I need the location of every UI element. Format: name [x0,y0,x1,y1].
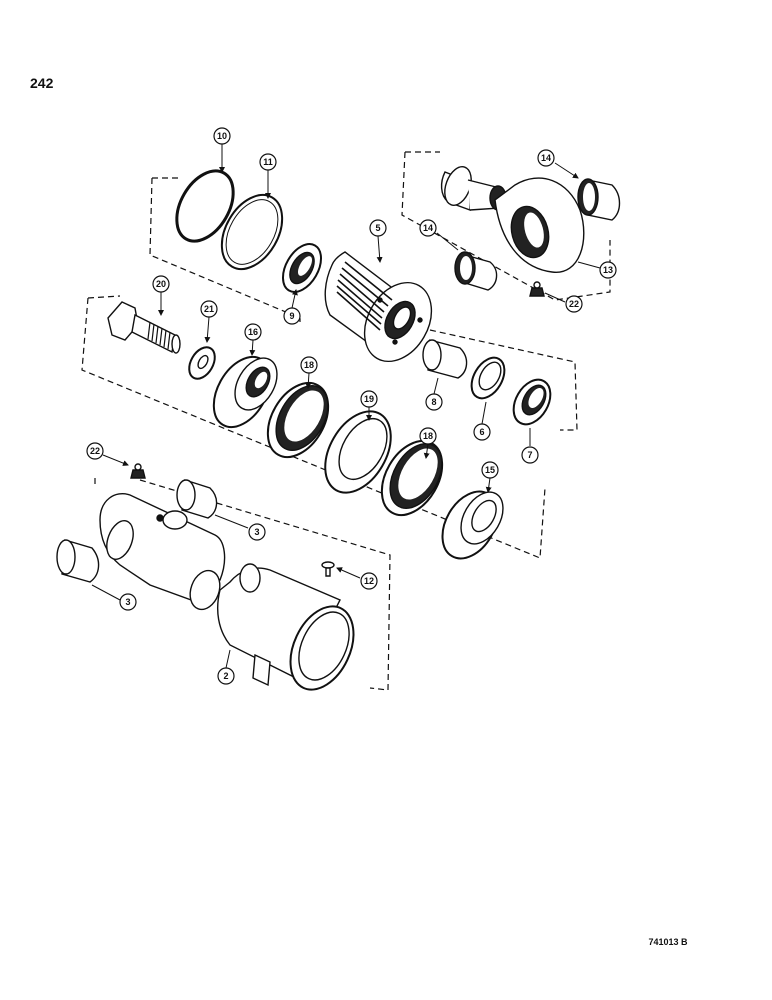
callout-18-left: 18 [300,356,318,374]
callout-18-right: 18 [419,427,437,445]
part-11-backup-ring [220,194,284,270]
callout-3-lower: 3 [119,593,137,611]
callout-12: 12 [360,572,378,590]
part-5-cylinder-head [324,251,433,363]
part-13-rod-eye [440,166,585,273]
part-3-bushing-upper [176,479,218,519]
svg-text:15: 15 [485,465,495,475]
svg-text:6: 6 [479,427,484,437]
callout-5: 5 [369,219,387,237]
svg-text:10: 10 [217,131,227,141]
svg-text:20: 20 [156,279,166,289]
part-10-o-ring [175,169,235,243]
part-7-wiper [512,378,552,426]
callout-9: 9 [283,307,301,325]
page-number: 242 [30,75,54,91]
part-14-bushing-lower [454,251,498,291]
svg-text:8: 8 [431,397,436,407]
callout-16: 16 [244,323,262,341]
part-6-seal [470,356,506,400]
callout-14-upper: 14 [537,149,555,167]
callout-20: 20 [152,275,170,293]
callout-3-upper: 3 [248,523,266,541]
svg-text:3: 3 [125,597,130,607]
part-3-bushing-lower [56,539,100,583]
part-18-piston-seal-left [266,382,330,458]
svg-text:11: 11 [263,157,273,167]
svg-text:7: 7 [527,450,532,460]
part-20-bolt [107,301,181,354]
svg-text:22: 22 [90,446,100,456]
boundary-barrel [94,478,391,691]
callout-11: 11 [259,153,277,171]
callout-14-lower: 14 [419,219,437,237]
callouts: 10 11 14 14 5 13 22 9 20 21 16 18 19 8 6… [86,127,617,685]
svg-text:22: 22 [569,299,579,309]
svg-text:14: 14 [423,223,433,233]
svg-text:3: 3 [254,527,259,537]
callout-19: 19 [360,390,378,408]
part-14-bushing-upper [577,178,621,221]
callout-7: 7 [521,446,539,464]
part-22-grease-fitting-upper [529,281,545,297]
boundary-piston-head [149,177,301,322]
leader-lines [91,144,601,669]
svg-text:2: 2 [223,671,228,681]
part-22-grease-fitting-lower [130,463,146,479]
callout-15: 15 [481,461,499,479]
part-8-bushing [422,339,468,379]
callout-8: 8 [425,393,443,411]
figure-code: 741013 B [648,937,688,947]
part-9-rod-seal [282,243,322,293]
svg-text:9: 9 [289,311,294,321]
svg-text:18: 18 [423,431,433,441]
part-21-washer [188,346,216,380]
svg-text:18: 18 [304,360,314,370]
boundary-piston [81,295,578,559]
group-boundaries [81,151,611,691]
callout-10: 10 [213,127,231,145]
callout-22-upper: 22 [565,295,583,313]
parts [56,166,621,691]
callout-2: 2 [217,667,235,685]
part-15-piston-nut [441,490,504,560]
svg-text:13: 13 [603,265,613,275]
part-16-piston [212,355,278,429]
svg-text:19: 19 [364,394,374,404]
svg-text:12: 12 [364,576,374,586]
svg-text:21: 21 [204,304,214,314]
svg-text:14: 14 [541,153,551,163]
callout-22-lower: 22 [86,442,104,460]
callout-13: 13 [599,261,617,279]
svg-text:16: 16 [248,327,258,337]
svg-text:5: 5 [375,223,380,233]
part-18-piston-seal-right [380,440,444,516]
callout-6: 6 [473,423,491,441]
callout-21: 21 [200,300,218,318]
part-2-barrel [99,493,355,691]
part-19-wear-ring [324,410,392,494]
part-12-screw [321,561,335,577]
